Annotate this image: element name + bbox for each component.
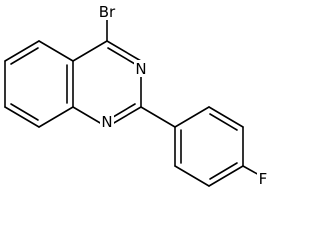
bond	[72, 40, 108, 62]
bond	[174, 106, 210, 128]
bond	[174, 165, 210, 187]
bond	[38, 106, 74, 128]
bond	[4, 106, 40, 128]
double-bond-inner	[209, 113, 238, 131]
label-mask	[257, 170, 269, 187]
bonds	[4, 17, 262, 187]
bromine-label: Br	[99, 3, 116, 21]
bond-c-aryl	[140, 106, 176, 128]
nitrogen-upper-label: N	[135, 60, 146, 78]
label-mask	[96, 3, 120, 20]
label-mask	[134, 60, 148, 77]
bond	[208, 106, 244, 128]
bond	[106, 40, 142, 62]
double-bond-inner	[209, 162, 238, 180]
bond	[4, 40, 40, 62]
double-bond-inner	[10, 47, 39, 65]
label-mask	[100, 113, 114, 130]
structure-diagram: Br N N F	[4, 3, 269, 188]
molecule-drawing: Br N N F	[4, 3, 269, 188]
double-bond-inner	[107, 47, 136, 65]
bond	[38, 40, 74, 62]
atom-labels: Br N N F	[96, 3, 269, 188]
double-bond-inner	[10, 103, 39, 121]
bond	[208, 165, 244, 187]
fluorine-label: F	[259, 170, 268, 188]
nitrogen-lower-label: N	[101, 113, 112, 131]
